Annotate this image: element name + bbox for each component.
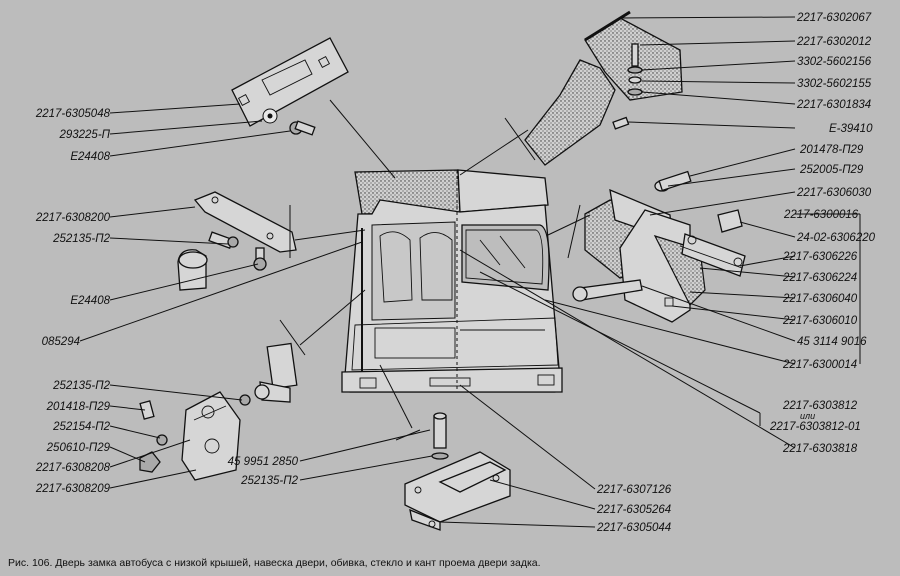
part-label: 2217-6303812-01 <box>769 421 861 433</box>
part-label: Е-39410 <box>829 123 873 135</box>
part-label: 2217-6306030 <box>796 187 872 199</box>
part-label: 2217-6305264 <box>596 504 671 516</box>
part-label: Е24408 <box>70 295 110 307</box>
leader-lines <box>79 16 861 528</box>
hinge-plate <box>177 191 297 291</box>
part-label: 45 3114 9016 <box>797 336 867 348</box>
part-label: 252135-П2 <box>240 475 299 487</box>
latch-assembly <box>139 342 298 481</box>
part-label: 2217-6306224 <box>782 272 857 284</box>
part-label: 2217-6303812 <box>782 400 858 412</box>
labels-bottom: 45 9951 2850 252135-П2 2217-6307126 2217… <box>228 456 672 534</box>
part-label: 293225-П <box>58 129 110 141</box>
part-label: 250610-П29 <box>46 442 111 454</box>
part-label: 252135-П2 <box>52 380 111 392</box>
part-label: 24-02-6306220 <box>796 232 876 244</box>
part-label: 3302-5602155 <box>797 78 872 90</box>
connector-lines <box>279 99 591 441</box>
part-label: или <box>800 411 815 421</box>
part-label: 252005-П29 <box>799 164 864 176</box>
seal-strip <box>524 10 683 166</box>
part-label: 201418-П29 <box>46 401 111 413</box>
part-label: 45 9951 2850 <box>228 456 299 468</box>
door-hinge <box>572 170 746 323</box>
part-label: 2217-6307126 <box>596 484 672 496</box>
part-label: 2217-6306040 <box>782 293 858 305</box>
part-label: 2217-6308208 <box>35 462 111 474</box>
part-label: 085294 <box>42 336 80 348</box>
lock-plate <box>231 37 349 136</box>
part-label: 2217-6302067 <box>796 12 872 24</box>
part-label: 2217-6301834 <box>796 99 871 111</box>
part-label: 2217-6305048 <box>35 108 111 120</box>
vehicle-rear <box>341 169 563 393</box>
labels-left: 2217-6305048 293225-П Е24408 2217-630820… <box>35 108 111 495</box>
part-label: Е24408 <box>70 151 110 163</box>
figure-caption: Рис. 106. Дверь замка автобуса с низкой … <box>8 557 541 569</box>
part-label: 2217-6306010 <box>782 315 858 327</box>
labels-right: 2217-6302067 2217-6302012 3302-5602156 3… <box>769 12 876 455</box>
part-label: 2217-6306226 <box>782 251 858 263</box>
part-label: 252135-П2 <box>52 233 111 245</box>
part-label: 201478-П29 <box>799 144 864 156</box>
part-label: 3302-5602156 <box>797 56 872 68</box>
part-label: 252154-П2 <box>52 421 111 433</box>
part-label: 2217-6305044 <box>596 522 671 534</box>
striker <box>404 412 511 531</box>
part-label: 2217-6300016 <box>783 209 859 221</box>
part-label: 2217-6300014 <box>782 359 857 371</box>
part-label: 2217-6302012 <box>796 36 872 48</box>
part-label: 2217-6308200 <box>35 212 111 224</box>
part-label: 2217-6303818 <box>782 443 858 455</box>
part-label: 2217-6308209 <box>35 483 111 495</box>
